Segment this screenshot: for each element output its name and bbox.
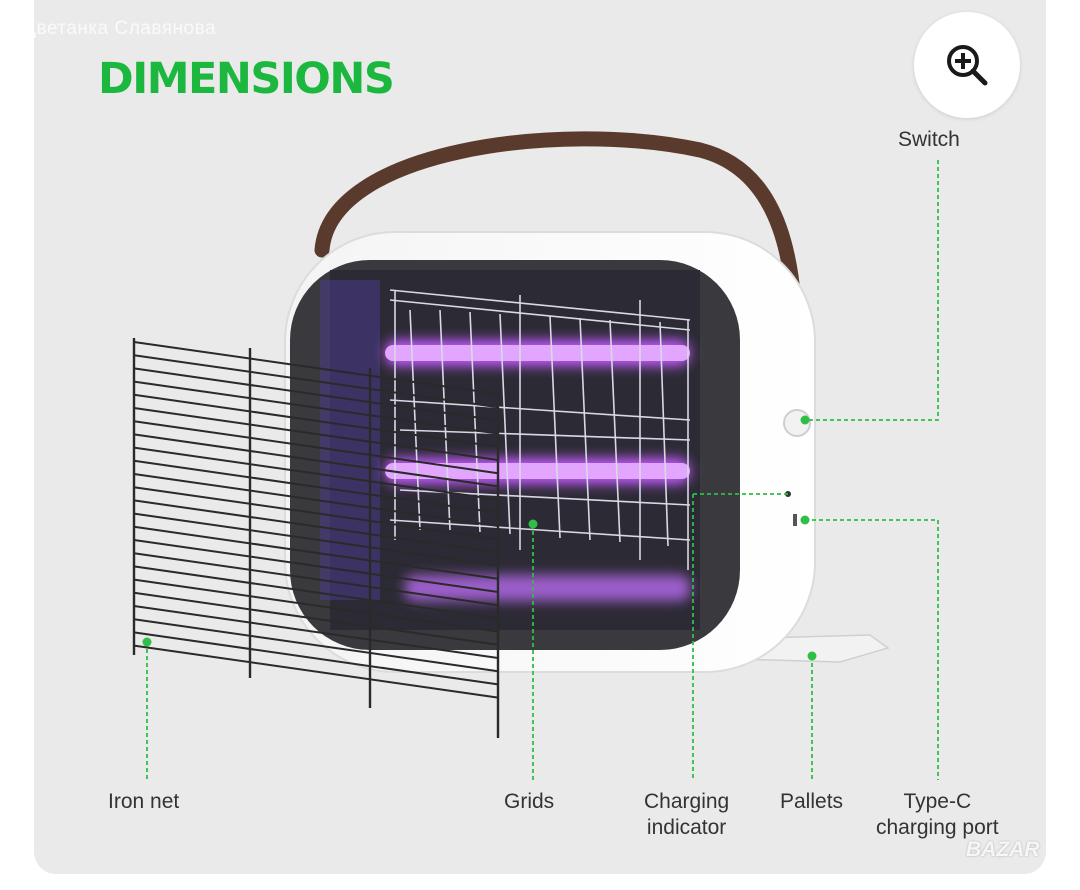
iron-net-rung	[133, 591, 499, 646]
label-switch: Switch	[898, 128, 960, 151]
iron-net-rung	[133, 605, 499, 659]
iron-net-rung	[133, 446, 499, 501]
leather-handle	[314, 131, 804, 388]
dimensions-title: DIMENSIONS	[98, 54, 395, 104]
iron-net-rung	[133, 631, 499, 686]
zoom-in-icon	[947, 45, 988, 86]
iron-net-rung	[133, 473, 499, 527]
iron-net-rung	[133, 578, 499, 633]
bazar-logo: BAZAR	[966, 838, 1040, 861]
iron-net-rung	[133, 499, 499, 554]
iron-net-rung	[133, 512, 499, 567]
iron-net-rung	[133, 552, 499, 607]
label-iron-net: Iron net	[108, 790, 180, 813]
iron-net-rung	[133, 420, 499, 475]
label-type-c-port: Type-C charging port	[876, 790, 999, 839]
inner-grid	[389, 289, 691, 570]
iron-net-rung	[133, 486, 499, 541]
iron-net-rung	[133, 393, 499, 448]
label-charging-indicator: Charging indicator	[644, 790, 730, 839]
iron-net-rung	[133, 407, 499, 461]
iron-net-rung	[133, 433, 499, 488]
iron-net-rung	[133, 618, 499, 673]
callout-dots	[142, 415, 817, 661]
iron-net-rung	[133, 539, 499, 593]
zoom-button[interactable]	[914, 12, 1020, 118]
iron-net-rung	[133, 644, 499, 699]
iron-net-rung	[133, 525, 499, 580]
label-pallets: Pallets	[780, 790, 844, 813]
iron-net-rungs	[133, 341, 499, 699]
callout-lines	[146, 160, 939, 780]
iron-net-rung	[133, 341, 499, 395]
iron-net-rung	[133, 565, 499, 620]
label-grids: Grids	[504, 790, 555, 813]
type-c-port	[793, 514, 797, 526]
iron-net-rung	[133, 380, 499, 435]
iron-net-rung	[133, 459, 499, 514]
seller-watermark: Цветанка Славянова	[22, 18, 217, 39]
iron-net-rung	[133, 367, 499, 422]
iron-net-rung	[133, 354, 499, 409]
